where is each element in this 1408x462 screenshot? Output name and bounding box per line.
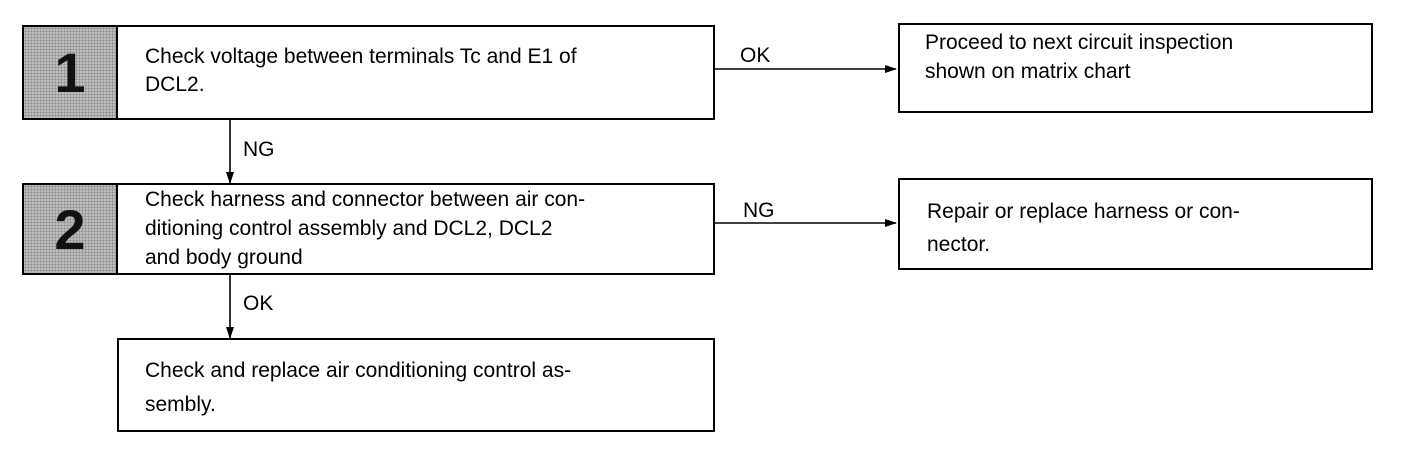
result-1-box: Proceed to next circuit inspection shown… [898,23,1373,113]
label-step1-ng: NG [243,138,275,161]
final-line-1: Check and replace air conditioning contr… [145,359,572,382]
result-1-line-2: shown on matrix chart [925,60,1131,83]
step-2-number: 2 [24,185,118,273]
step-1-box: 1 Check voltage between terminals Tc and… [22,25,715,120]
step-2-box: 2 Check harness and connector between ai… [22,183,715,275]
label-step2-ng: NG [743,199,775,222]
final-action-box: Check and replace air conditioning contr… [117,338,715,432]
label-step1-ok: OK [740,44,771,67]
result-2-line-2: nector. [927,233,991,256]
result-2-line-1: Repair or replace harness or con- [927,200,1240,223]
result-1-text: Proceed to next circuit inspection shown… [925,28,1233,86]
final-action-text: Check and replace air conditioning contr… [145,354,571,422]
step-2-line-3: and body ground [145,246,303,269]
result-1-line-1: Proceed to next circuit inspection [925,31,1234,54]
step-1-line-2: DCL2. [145,73,205,96]
step-2-text: Check harness and connector between air … [145,185,585,272]
result-2-box: Repair or replace harness or con- nector… [898,178,1373,270]
result-2-text: Repair or replace harness or con- nector… [927,195,1240,261]
step-2-line-2: ditioning control assembly and DCL2, DCL… [145,217,553,240]
step-1-line-1: Check voltage between terminals Tc and E… [145,45,577,68]
final-line-2: sembly. [145,393,216,416]
step-1-number: 1 [24,27,118,118]
step-2-line-1: Check harness and connector between air … [145,188,586,211]
step-1-text: Check voltage between terminals Tc and E… [145,43,577,99]
label-step2-ok: OK [243,292,274,315]
